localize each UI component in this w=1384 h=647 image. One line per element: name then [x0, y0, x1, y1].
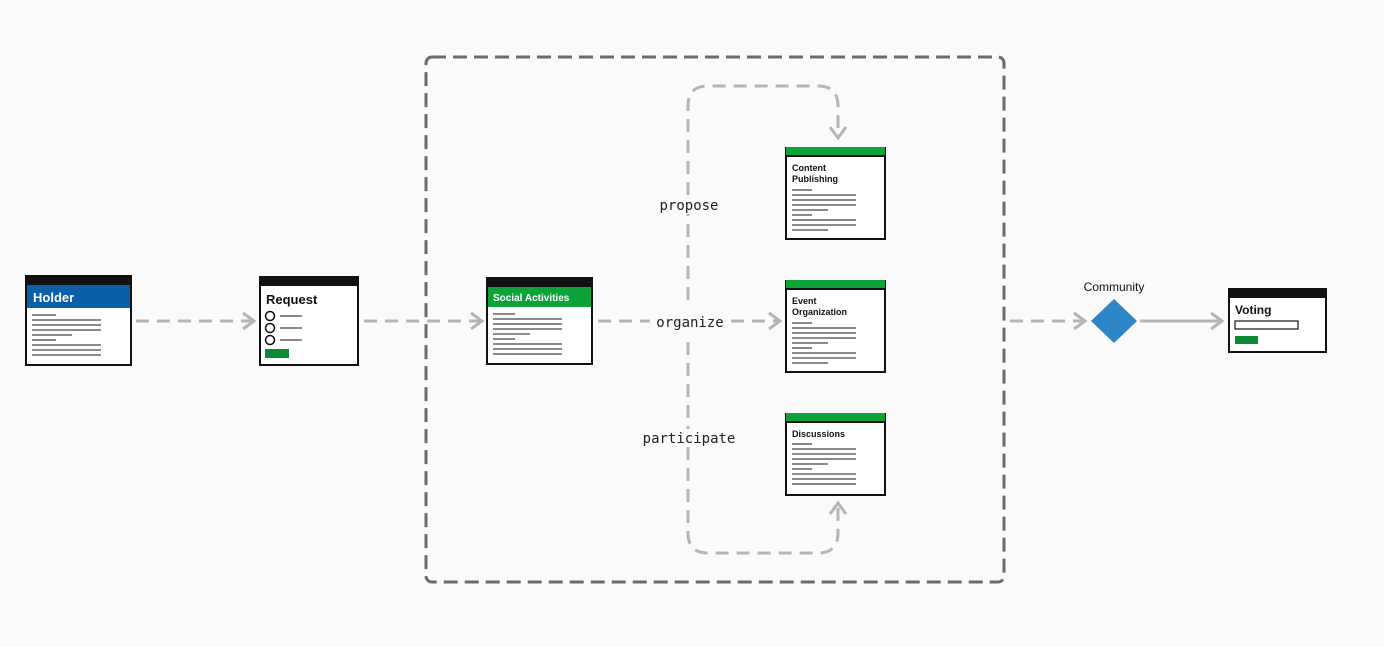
holder-card-text-lines: [32, 314, 101, 356]
event-organization-title-line2: Organization: [792, 307, 847, 317]
edge-label-organize: organize: [656, 315, 723, 331]
holder-card: Holder: [25, 275, 132, 366]
radio-option-1: [264, 310, 276, 322]
content-publishing-title-line2: Publishing: [792, 174, 838, 184]
arrow-participate-loop: [686, 342, 848, 555]
social-activities-frame: [424, 55, 1006, 584]
content-publishing-card: Content Publishing: [785, 147, 886, 240]
radio-option-3: [264, 334, 276, 346]
request-card: Request: [259, 276, 359, 366]
voting-submit-button: [1235, 336, 1258, 344]
voting-card: Voting: [1228, 288, 1327, 353]
voting-input-field: [1234, 320, 1299, 330]
event-organization-title-line1: Event: [792, 296, 817, 306]
edge-label-propose: propose: [659, 198, 718, 214]
social-activities-title: Social Activities: [493, 293, 570, 304]
diamond-icon: [1091, 299, 1137, 343]
edge-label-participate: participate: [643, 431, 736, 447]
request-submit-button: [265, 349, 289, 358]
content-publishing-title-line1: Content: [792, 163, 826, 173]
voting-card-title: Voting: [1235, 303, 1271, 317]
holder-card-header: [27, 285, 130, 308]
social-activities-card: Social Activities: [486, 277, 593, 365]
event-organization-card: Event Organization: [785, 280, 886, 373]
discussions-title: Discussions: [792, 429, 845, 439]
community-label: Community: [1084, 280, 1145, 294]
holder-card-title: Holder: [33, 290, 74, 305]
discussions-card: Discussions: [785, 413, 886, 496]
request-card-title: Request: [266, 292, 318, 307]
radio-option-2: [264, 322, 276, 334]
social-activities-header: [488, 287, 591, 307]
arrow-propose-loop: [686, 84, 848, 300]
